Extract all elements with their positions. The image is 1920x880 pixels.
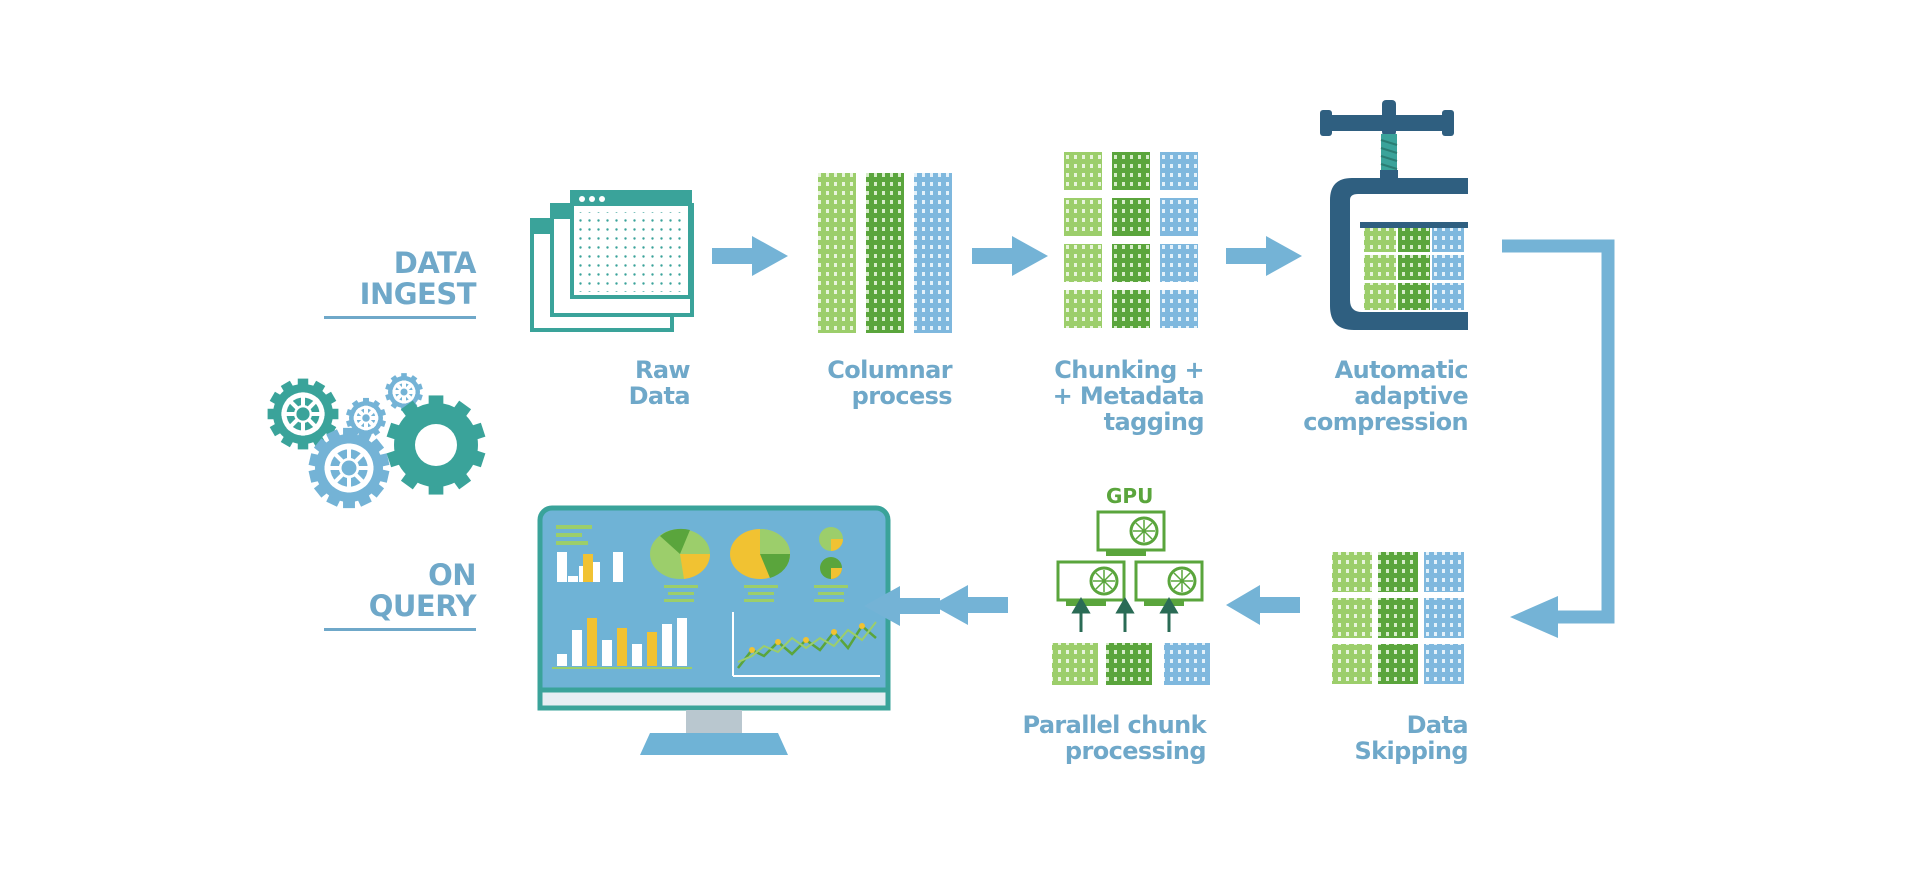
arrow-icon — [864, 586, 940, 626]
connector-arrow — [1502, 239, 1615, 638]
chunk-block — [1112, 290, 1150, 328]
label-line: Columnar — [827, 356, 952, 384]
arrow-icon — [972, 236, 1048, 276]
gpu-icon — [1134, 560, 1204, 606]
section-label-query: ON QUERY — [324, 558, 477, 631]
gpu-icon — [1096, 510, 1166, 556]
label-line: Automatic — [1334, 356, 1469, 384]
step-label-chunking: Chunking + + Metadata tagging — [1020, 356, 1205, 436]
gpu-group-icon — [1056, 510, 1204, 632]
arrow-icon — [1226, 236, 1302, 276]
line-chart-icon — [732, 612, 880, 677]
chunk-block — [1424, 644, 1464, 684]
step-label-columnar: Columnar process — [780, 357, 952, 409]
data-skipping-icon — [1332, 552, 1464, 684]
chunk-block — [1160, 152, 1198, 190]
spreadsheet-icon — [530, 190, 694, 332]
arrow-icon — [712, 236, 788, 276]
bar-chart-icon — [552, 618, 692, 669]
underline — [324, 628, 476, 631]
chunk-block — [1112, 244, 1150, 282]
gears-icon — [267, 373, 486, 509]
gear-icon — [385, 373, 423, 411]
gear-icon — [386, 395, 486, 495]
section-line: QUERY — [368, 589, 477, 623]
gear-icon — [346, 397, 386, 439]
chunk-dark-green — [1106, 643, 1152, 685]
chunk-block — [1378, 598, 1418, 638]
pie-chart-icon — [819, 527, 843, 579]
chunk-block — [1160, 198, 1198, 236]
chunk-grid-icon — [1064, 152, 1198, 328]
chunk-block — [1332, 644, 1372, 684]
label-line: adaptive — [1354, 382, 1468, 410]
chunk-block — [1332, 598, 1372, 638]
gear-icon — [308, 427, 390, 509]
step-label-raw-data: Raw Data — [560, 356, 691, 410]
arrow-icon — [1226, 585, 1300, 625]
label-line: process — [851, 382, 953, 410]
label-line: Data — [1406, 711, 1469, 739]
columnar-icon — [818, 173, 952, 333]
chunk-blue — [1164, 643, 1210, 685]
label-line: processing — [1064, 737, 1207, 765]
chunk-block — [1160, 290, 1198, 328]
chunk-block — [1160, 244, 1198, 282]
sheet-front — [570, 190, 692, 299]
label-line: Skipping — [1354, 737, 1468, 765]
chunk-block — [1332, 552, 1372, 592]
gpu-label: GPU — [1106, 484, 1154, 508]
chunk-block — [1112, 152, 1150, 190]
label-line: Parallel chunk — [1022, 711, 1206, 739]
section-line: INGEST — [359, 277, 477, 311]
section-line: ON — [428, 558, 476, 592]
arrow-icon — [934, 584, 1008, 624]
section-label-ingest: DATA INGEST — [324, 246, 477, 319]
clamp-icon — [1320, 100, 1468, 330]
chunk-block — [1064, 198, 1102, 236]
chunk-block — [1378, 552, 1418, 592]
chunk-block — [1424, 598, 1464, 638]
gear-icon — [267, 378, 339, 450]
chunk-light-green — [1052, 643, 1098, 685]
column-dark-green — [866, 173, 904, 333]
chunk-block — [1064, 244, 1102, 282]
label-line: compression — [1303, 408, 1468, 436]
label-line: Chunking + — [1054, 356, 1204, 384]
label-line: tagging — [1103, 408, 1205, 436]
step-label-parallel: Parallel chunk processing — [990, 712, 1206, 764]
chunk-block — [1424, 552, 1464, 592]
gpu-icon — [1056, 560, 1126, 606]
parallel-chunks-icon — [1052, 643, 1210, 685]
column-blue — [914, 173, 952, 333]
column-light-green — [818, 173, 856, 333]
label-line: + Metadata — [1052, 382, 1205, 410]
step-label-skipping: Data Skipping — [1300, 712, 1468, 764]
pie-chart-icon — [730, 529, 791, 579]
step-label-compression: Automatic adaptive compression — [1270, 357, 1468, 435]
chunk-block — [1112, 198, 1150, 236]
chunk-block — [1064, 290, 1102, 328]
label-line: Raw — [634, 356, 691, 384]
chunk-block — [1064, 152, 1102, 190]
section-line: DATA — [393, 246, 477, 280]
chunk-block — [1378, 644, 1418, 684]
up-arrows — [1071, 597, 1179, 632]
monitor-icon — [537, 505, 891, 755]
arrow-icon — [932, 585, 1008, 625]
pie-chart-icon — [650, 528, 711, 579]
label-line: Data — [628, 382, 691, 410]
underline — [324, 316, 476, 319]
